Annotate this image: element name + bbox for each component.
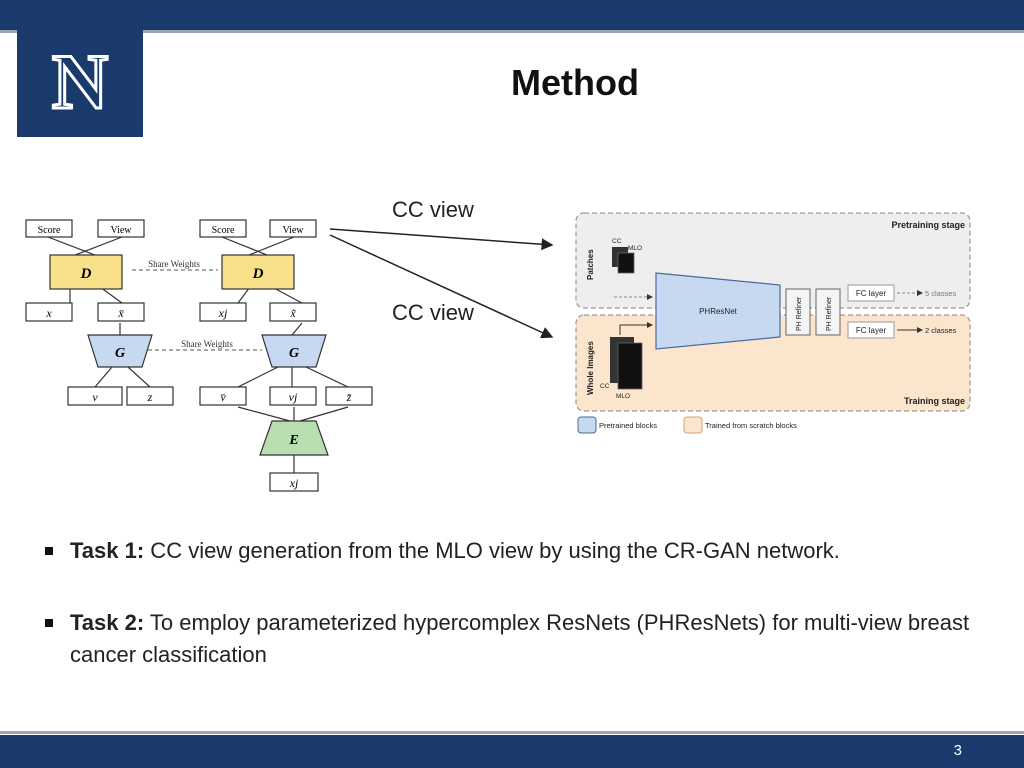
- logo-letter: N: [52, 38, 108, 125]
- x-j-label: xj: [218, 306, 228, 320]
- top-divider: [0, 30, 1024, 33]
- patches-label: Patches: [586, 249, 595, 280]
- score-label-left: Score: [38, 225, 61, 236]
- method-figure: Share Weights Share Weights Score View S…: [0, 185, 1024, 505]
- patch-cc-label: CC: [612, 238, 622, 245]
- task-1-text: CC view generation from the MLO view by …: [144, 538, 840, 563]
- generator-right: G: [289, 346, 299, 361]
- cc-view-label-bottom: CC view: [392, 300, 474, 325]
- pretraining-stage-label: Pretraining stage: [891, 220, 965, 230]
- whole-image-mlo: [617, 342, 643, 390]
- task-2-label: Task 2:: [70, 610, 145, 635]
- legend-pretrained-label: Pretrained blocks: [599, 421, 657, 430]
- ph-refiner-2: [815, 288, 841, 336]
- discriminator-right: D: [252, 266, 264, 282]
- bullet-marker: [45, 547, 53, 555]
- encoder: E: [288, 433, 298, 448]
- phresnet-block: [655, 272, 781, 350]
- bullet-marker: [45, 619, 53, 627]
- legend-scratch-label: Trained from scratch blocks: [705, 421, 797, 430]
- slide-title: Method: [511, 62, 639, 103]
- v-bar-label: v̄: [220, 390, 226, 404]
- task-2-text: To employ parameterized hypercomplex Res…: [70, 610, 970, 667]
- task-bullets: Task 1: CC view generation from the MLO …: [44, 535, 1004, 671]
- ph-refiner-2-label: PH Refiner: [826, 296, 833, 331]
- view-label-left: View: [110, 225, 132, 236]
- bottom-bar: [0, 735, 1024, 768]
- score-label-right: Score: [212, 225, 235, 236]
- ph-refiner-1-label: PH Refiner: [796, 296, 803, 331]
- fc-layer-pretrain-label: FC layer: [856, 289, 887, 298]
- legend-pretrained-swatch: [577, 416, 597, 434]
- generator-left: G: [115, 346, 125, 361]
- task-1-label: Task 1:: [70, 538, 145, 563]
- patch-mlo-label: MLO: [628, 245, 642, 252]
- cc-view-arrows: CC view CC view: [329, 197, 554, 339]
- page-number: 3: [953, 742, 962, 759]
- top-bar: [0, 0, 1024, 30]
- fc-layer-pretrain: [847, 284, 895, 302]
- training-stage-label: Training stage: [904, 396, 965, 406]
- whole-mlo-label: MLO: [616, 393, 630, 400]
- phresnet-block-label: PHResNet: [699, 307, 738, 316]
- x-hat-label: x̄: [117, 306, 124, 320]
- whole-cc-label: CC: [600, 383, 610, 390]
- cc-view-label-top: CC view: [392, 197, 474, 222]
- view-label-right: View: [282, 225, 304, 236]
- phresnet-diagram: Pretraining stage Training stage Patches…: [575, 212, 971, 434]
- share-weights-d-label: Share Weights: [148, 259, 200, 269]
- legend-scratch-swatch: [683, 416, 703, 434]
- x-label: x: [45, 306, 52, 320]
- ph-refiner-1: [785, 288, 811, 336]
- x-j-input-label: xj: [289, 476, 299, 490]
- v-j-label: vj: [289, 390, 298, 404]
- x-tilde-label: x̃: [289, 306, 296, 320]
- five-classes-label: 5 classes: [925, 289, 957, 298]
- v-label: v: [92, 390, 98, 404]
- z-label: z: [147, 390, 153, 404]
- z-bar-label: z̄: [346, 390, 352, 404]
- bottom-divider: [0, 731, 1024, 734]
- two-classes-label: 2 classes: [925, 326, 957, 335]
- university-logo: N: [17, 30, 143, 137]
- share-weights-g-label: Share Weights: [181, 339, 233, 349]
- bullet-task-1: Task 1: CC view generation from the MLO …: [44, 535, 1004, 567]
- whole-images-label: Whole Images: [586, 341, 595, 395]
- fc-layer-train-label: FC layer: [856, 326, 887, 335]
- bullet-task-2: Task 2: To employ parameterized hypercom…: [44, 607, 1004, 671]
- patch-image-mlo: [617, 252, 635, 274]
- fc-layer-train: [847, 321, 895, 339]
- discriminator-left: D: [80, 266, 92, 282]
- cr-gan-diagram: Share Weights Share Weights Score View S…: [25, 219, 373, 492]
